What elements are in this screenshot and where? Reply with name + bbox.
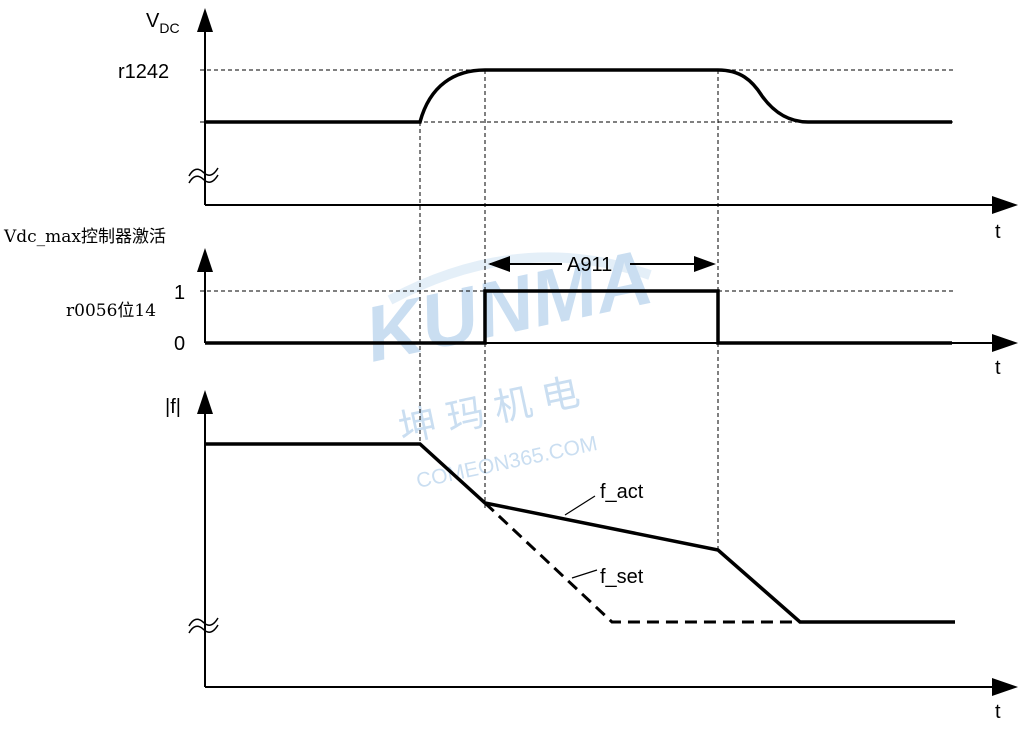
f-act-leader: [564, 495, 596, 516]
freq-x-arrow-icon: [992, 678, 1018, 696]
f-set-leader: [571, 569, 598, 579]
f-set-curve: [483, 501, 800, 624]
vdc-axis-break-icon: [188, 167, 219, 177]
bit-high-label: 1: [174, 282, 185, 304]
bit-waveform: [205, 289, 952, 345]
bit-panel-title: Vdc_max控制器激活: [3, 227, 166, 247]
freq-time-label: t: [995, 701, 1001, 723]
bit-y-arrow-icon: [197, 248, 213, 272]
time-guides: [419, 70, 719, 550]
vdc-time-label: t: [995, 221, 1001, 243]
vdc-axis-label: VDC: [146, 10, 180, 36]
bit-low-label: 0: [174, 333, 185, 355]
watermark-chinese: 坤 玛 机 电: [395, 372, 583, 451]
a911-right-arrow-icon: [694, 256, 716, 272]
bit-signal-label: r0056位14: [66, 301, 156, 321]
freq-panel: |f| t f_act f_set: [165, 390, 1018, 723]
watermark-brand: KUNMA: [357, 232, 659, 378]
f-set-label: f_set: [600, 566, 644, 588]
vdc-waveform: [205, 68, 952, 124]
vdc-y-arrow-icon: [197, 8, 213, 32]
a911-label: A911: [567, 254, 612, 276]
f-act-label: f_act: [600, 481, 644, 503]
bit-panel: Vdc_max控制器激活 r0056位14 1 0 t A911: [3, 227, 1018, 379]
freq-axis-break-icon: [188, 617, 219, 627]
vdc-level-label: r1242: [118, 61, 169, 83]
freq-axis-label: |f|: [165, 396, 181, 418]
vdc-x-arrow-icon: [992, 196, 1018, 214]
vdc-panel: VDC r1242 t: [118, 8, 1018, 243]
freq-y-arrow-icon: [197, 390, 213, 414]
bit-time-label: t: [995, 357, 1001, 379]
watermark-swoosh: [387, 252, 652, 305]
f-act-curve: [205, 442, 955, 624]
a911-left-arrow-icon: [488, 256, 510, 272]
bit-x-arrow-icon: [992, 334, 1018, 352]
